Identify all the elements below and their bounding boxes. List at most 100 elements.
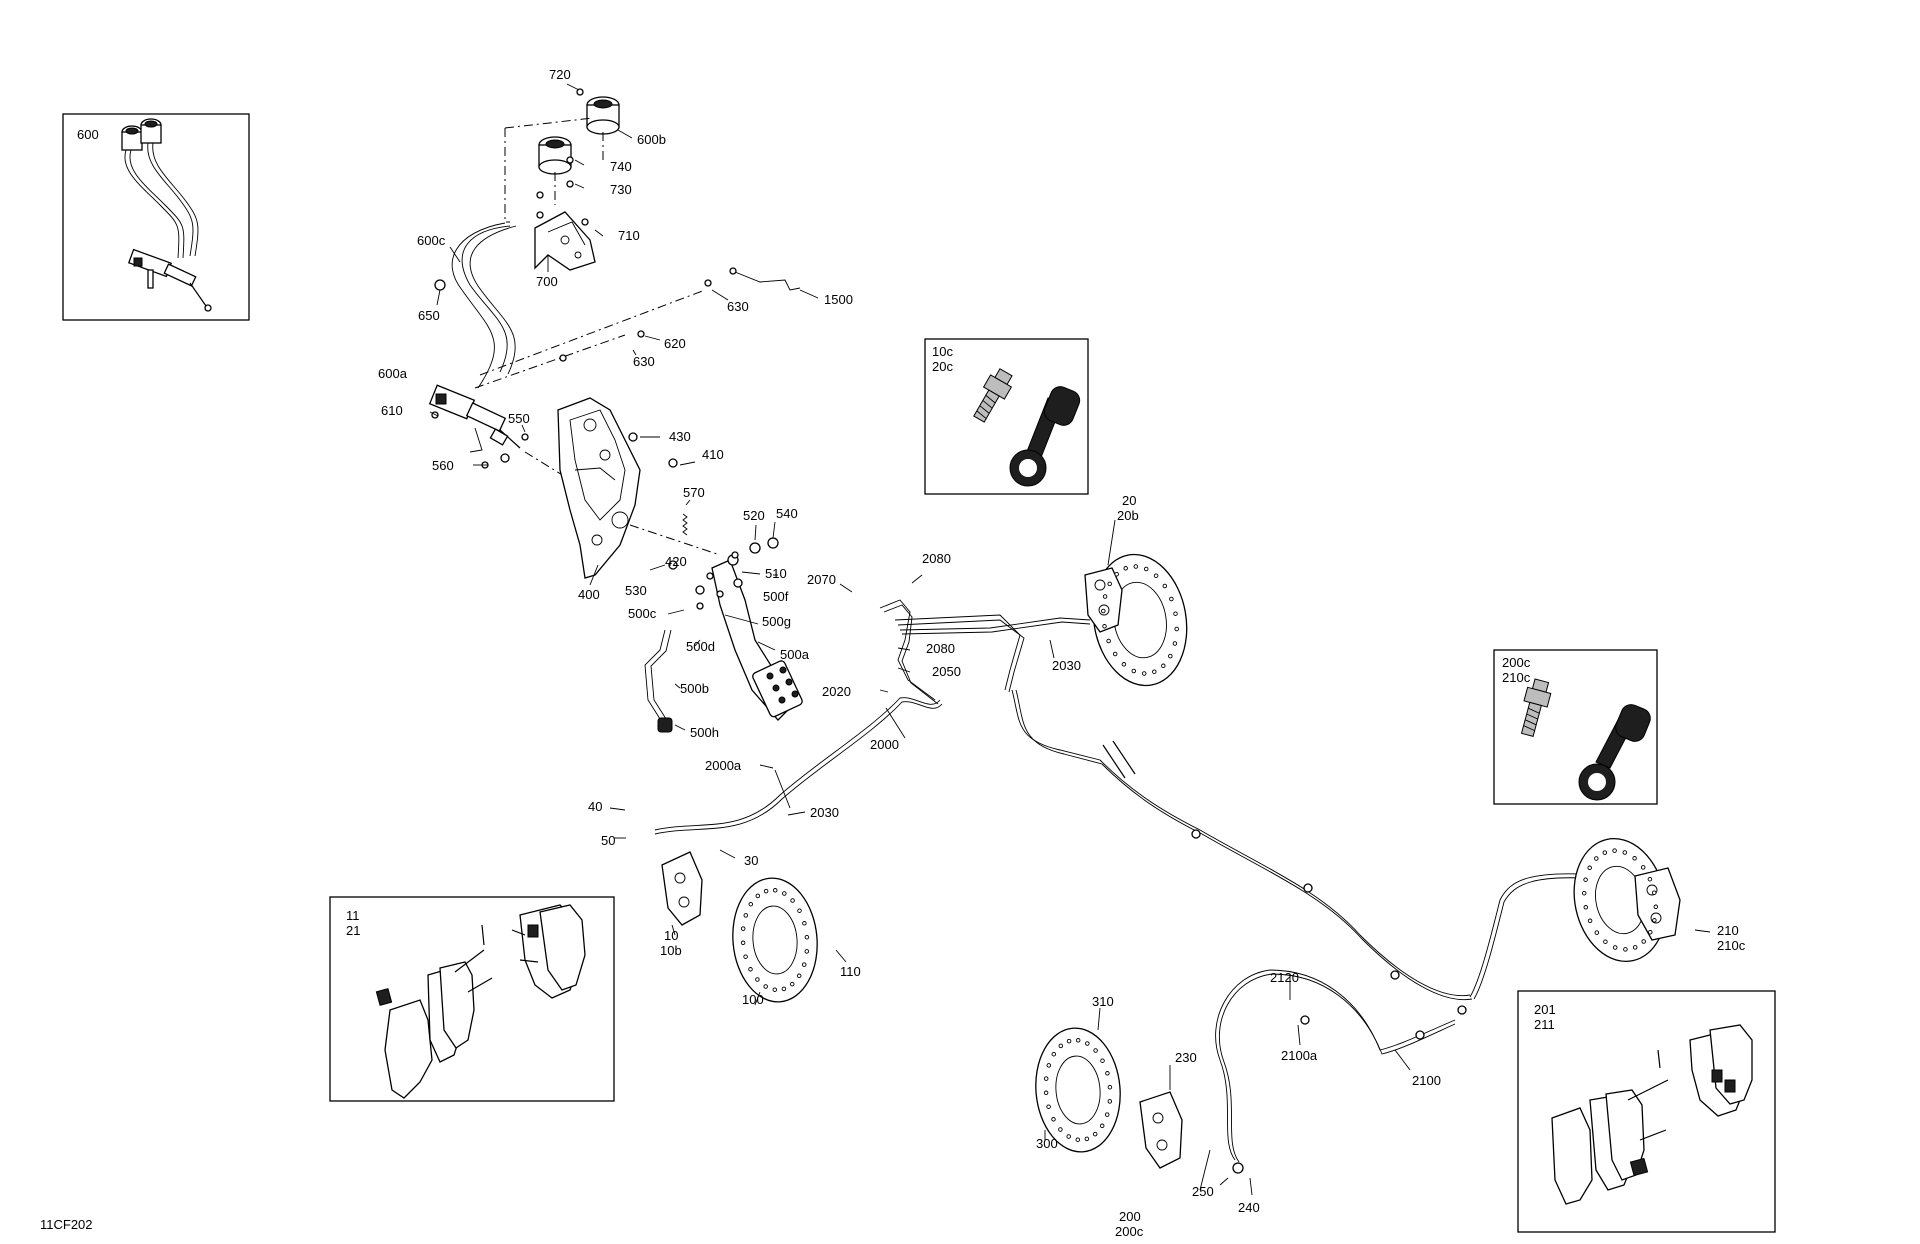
disc-hole [1622,850,1628,855]
callout-2030-upper: 2030 [1052,658,1081,673]
disc-hole [789,981,795,987]
callout-520: 520 [743,508,765,523]
disc-hole [1652,918,1657,923]
disc-hole [748,901,754,907]
disc-hole [740,926,746,931]
disc-hole [1641,939,1646,944]
callout-420: 420 [665,554,687,569]
disc-hole [1168,653,1173,659]
callout-230: 230 [1175,1050,1197,1065]
disc-hole [1107,1084,1113,1090]
disc-hole [1043,1090,1049,1096]
disc-hole [1653,904,1659,910]
disc-hole [1066,1038,1072,1044]
reservoir-left-icon [121,125,143,151]
disc-hole [1105,1071,1110,1076]
inset-pads-front [329,896,615,1102]
brake-lines [654,599,1601,1174]
disc-hole [1583,877,1588,882]
reservoir-600b-icon [586,96,620,135]
callout-1500: 1500 [824,292,853,307]
disc-hole [743,954,748,959]
disc-hole [1046,1063,1052,1068]
callout-610: 610 [381,403,403,418]
disc-hole [755,977,760,982]
callout-500h: 500h [690,725,719,740]
disc-hole [801,962,807,967]
reservoir-bracket-icon [534,211,596,271]
callout-500c: 500c [628,606,657,621]
callout-560: 560 [432,458,454,473]
disc-hole [1173,611,1178,616]
disc-hole [1051,1117,1056,1122]
callout-500a: 500a [780,647,810,662]
disc-hole [1612,945,1618,950]
disc-hole [1102,624,1107,629]
disc-hole [1099,1123,1105,1129]
callout-30: 30 [744,853,758,868]
callout-400: 400 [578,587,600,602]
disc-hole [804,934,810,940]
disc-hole [1174,626,1179,632]
disc-hole [1107,581,1112,587]
callout-110: 110 [840,964,861,979]
callout-600c: 600c [417,233,446,248]
callout-2100: 2100 [1412,1073,1441,1088]
disc-hole [1161,663,1166,669]
callout-200c: 200c [1115,1224,1144,1239]
callout-10b: 10b [660,943,682,958]
disc-hole [1085,1041,1090,1046]
disc-hole [782,891,787,896]
caliper-front-right-icon [1084,567,1123,633]
disc-hole [1107,1099,1113,1104]
disc-hole [1153,573,1159,578]
disc-hole [1066,1134,1071,1139]
callout-300: 300 [1036,1136,1058,1151]
reservoir-right-icon [140,118,162,144]
disc-hole [1152,669,1157,674]
inset-label-200c: 200c [1502,655,1531,670]
callout-2000a: 2000a [705,758,742,773]
callout-250: 250 [1192,1184,1214,1199]
disc-hole [1169,596,1174,602]
switch-500h-icon [657,717,673,733]
callout-210: 210 [1717,923,1739,938]
bleeder-screw-rear-icon [1520,678,1552,738]
callout-430: 430 [669,429,691,444]
disc-hole [1112,651,1118,657]
disc-rear-left-icon [1035,1027,1121,1153]
reservoir-second-icon [538,136,572,175]
inset-pads-rear [1517,990,1776,1233]
disc-hole [1623,947,1628,952]
callout-720: 720 [549,67,571,82]
disc-hole [1051,1051,1057,1057]
disc-hole [1648,929,1653,935]
disc-hole [1121,662,1127,667]
callout-500f: 500f [763,589,789,604]
callout-40: 40 [588,799,602,814]
inset-label-21: 21 [346,923,360,938]
brake-pad-front-icon [375,924,493,1099]
disc-hole [804,949,810,954]
disc-hole [1131,668,1137,674]
disc-hole [1106,638,1111,644]
callout-2020: 2020 [822,684,851,699]
inset-label-10c: 10c [932,344,953,359]
disc-hole [1084,1136,1090,1142]
inset-label-211: 211 [1534,1017,1555,1032]
callout-630-lower: 630 [633,354,655,369]
disc-hole [1172,641,1178,646]
disc-hole [1092,1131,1098,1137]
callout-2030-lower: 2030 [810,805,839,820]
disc-hole [1612,848,1617,853]
brake-pedal-icon [711,559,803,721]
disc-hole [1651,890,1657,895]
disc-hole [1058,1127,1063,1132]
disc-hole [1100,1058,1105,1063]
callout-100: 100 [742,992,764,1007]
disc-hole [1143,566,1149,572]
disc-hole [755,893,761,899]
bleeder-cap-rear-icon [1578,704,1651,801]
callout-530: 530 [625,583,647,598]
callout-410: 410 [702,447,724,462]
